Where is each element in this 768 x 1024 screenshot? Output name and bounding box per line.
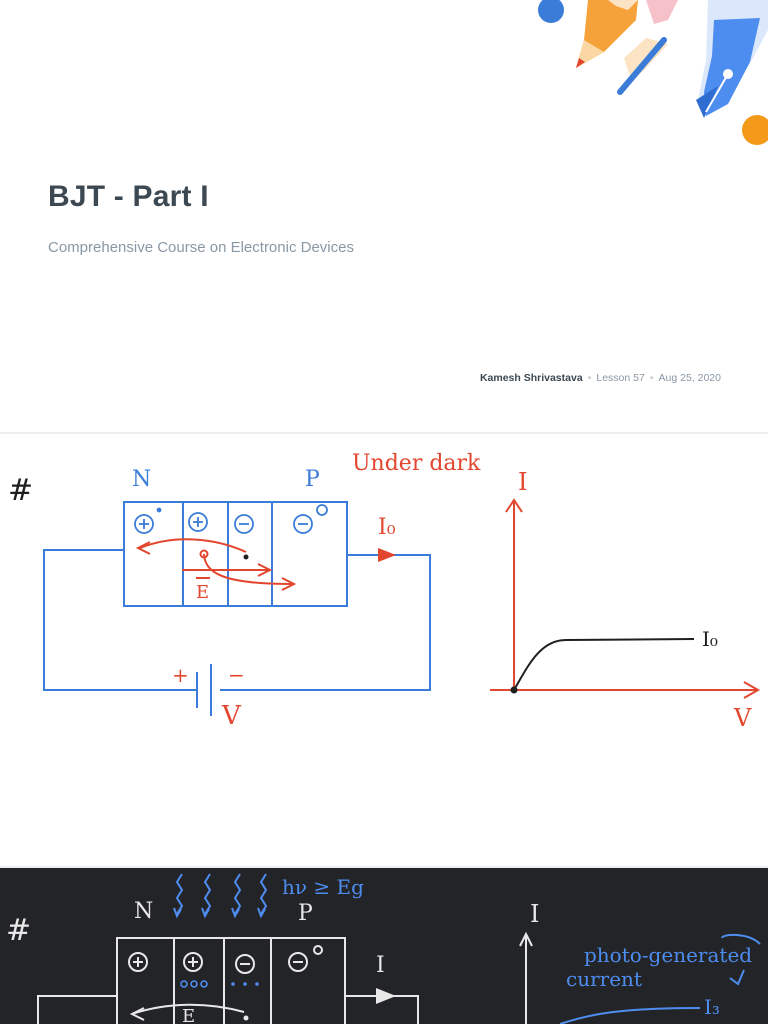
photon-energy-label: hν ≥ Eg	[282, 875, 364, 899]
battery-minus: −	[228, 663, 245, 687]
graph-x-label: V	[733, 704, 752, 732]
current-arrow-icon	[378, 548, 396, 562]
cover-slide: BJT - Part I Comprehensive Course on Ele…	[0, 0, 768, 432]
saturation-curve	[513, 638, 695, 691]
field-label: E	[196, 582, 209, 603]
region-n-label: N	[134, 899, 153, 924]
current-arrow-icon	[376, 988, 396, 1004]
lesson-date: Aug 25, 2020	[658, 372, 721, 384]
current-label: I₀	[378, 515, 396, 540]
iv-graph: I photo-generated current I₃	[519, 900, 761, 1024]
curve-label: I₀	[702, 627, 718, 651]
notes-slide-illuminated: # N P hν ≥ Eg	[0, 868, 768, 1024]
illuminated-junction-diagram: # N P hν ≥ Eg	[6, 873, 761, 1024]
region-p-label: P	[298, 901, 313, 926]
junction-box	[43, 501, 431, 716]
current-label: I	[376, 953, 385, 978]
carrier-drift-arrows	[135, 538, 297, 591]
under-dark-note: Under dark	[352, 451, 481, 476]
photo-current-curve	[559, 1007, 701, 1024]
photo-note-line1: photo-generated	[584, 943, 752, 967]
author-name: Kamesh Shrivastava	[479, 372, 583, 384]
iv-graph: I V I₀	[490, 468, 761, 732]
origin-point	[510, 686, 518, 694]
photon-arrows-icon	[173, 873, 268, 919]
field-label: E	[182, 1006, 195, 1024]
lesson-meta: Kamesh Shrivastava • Lesson 57 • Aug 25, 202…	[480, 372, 721, 384]
notes-slide-under-dark: # N P Under dark	[0, 434, 768, 866]
junction-box	[37, 937, 419, 1024]
lesson-title: BJT - Part I	[48, 180, 209, 213]
region-n-label: N	[132, 467, 151, 492]
generated-electrons	[231, 982, 259, 986]
photo-note-line2: current	[566, 967, 642, 991]
meta-separator: •	[587, 372, 592, 384]
battery-plus: +	[172, 663, 189, 687]
electron-hole-pairs	[180, 980, 208, 988]
carrier-dot	[243, 1015, 249, 1021]
graph-y-label: I	[530, 900, 539, 928]
lesson-number: Lesson 57	[596, 372, 645, 384]
course-subtitle: Comprehensive Course on Electronic Devic…	[48, 239, 354, 256]
hash-mark: #	[6, 913, 31, 948]
hash-mark: #	[8, 473, 33, 508]
voltage-label: V	[221, 701, 242, 731]
region-p-label: P	[305, 467, 320, 492]
carrier-dot	[243, 554, 249, 560]
charge-symbols	[134, 504, 328, 534]
pencil-illustration-icon	[538, 0, 768, 145]
pn-junction-diagram: # N P Under dark	[8, 451, 761, 732]
meta-separator: •	[649, 372, 654, 384]
curve-label: I₃	[704, 995, 720, 1019]
graph-y-label: I	[518, 468, 527, 496]
